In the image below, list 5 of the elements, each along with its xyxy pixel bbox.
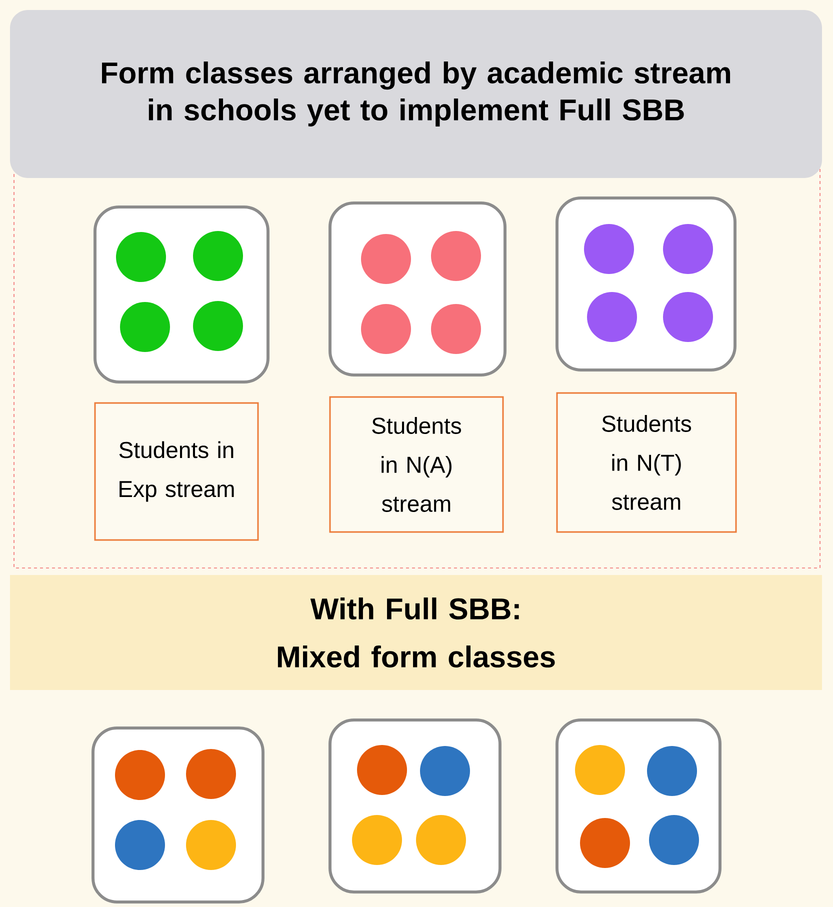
label-box: Students in N(A) stream (329, 396, 504, 533)
label-box: Students in Exp stream (94, 402, 259, 541)
heading-band: Form classes arranged by academic stream in schools yet to implement Full SBB (10, 10, 822, 178)
label-box: Students in N(T) stream (556, 392, 737, 533)
heading-band: With Full SBB: Mixed form classes (10, 575, 822, 690)
